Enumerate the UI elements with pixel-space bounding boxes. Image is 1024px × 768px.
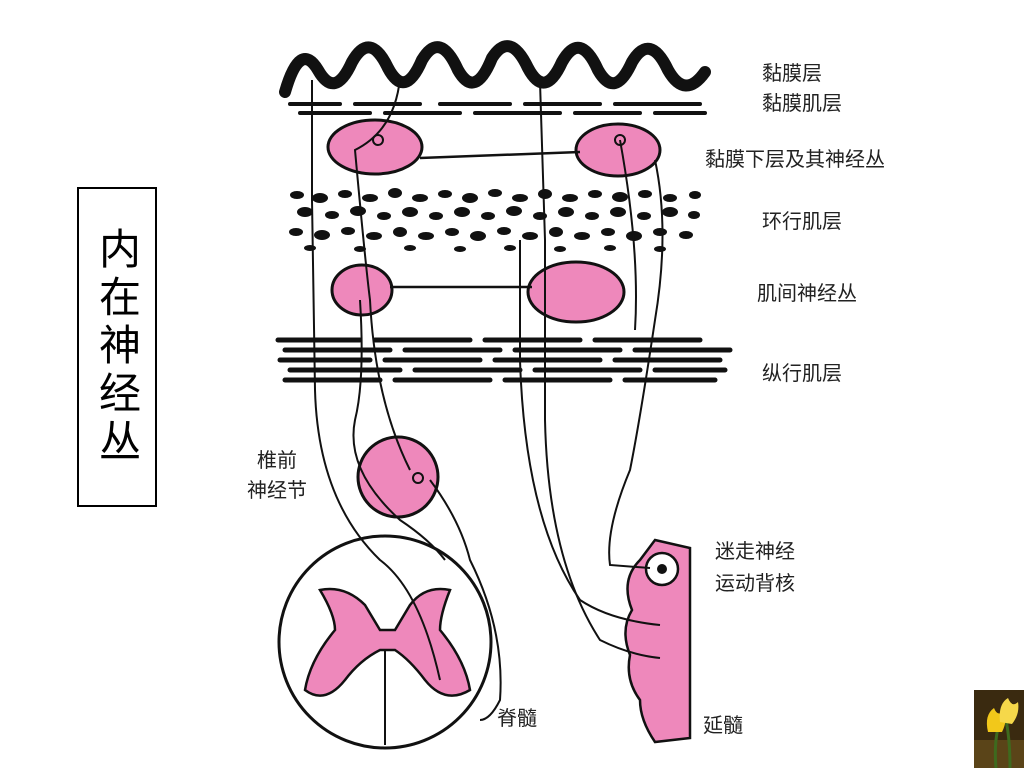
mucosa-wave — [279, 40, 711, 98]
label-submucosa: 黏膜下层及其神经丛 — [705, 147, 885, 171]
submucosal-ganglion-right — [574, 122, 662, 178]
longitudinal-muscle-layer — [275, 337, 733, 383]
neuron-cell — [412, 472, 424, 484]
neuron-cell — [372, 134, 384, 146]
submucosal-ganglion-left — [326, 118, 424, 176]
label-myenteric-plexus: 肌间神经丛 — [757, 281, 857, 305]
title-box: 内在神经丛 — [77, 187, 157, 507]
nerve-fibers — [311, 77, 664, 721]
spinal-cord-gray-matter — [303, 587, 472, 697]
label-muscularis-mucosae: 黏膜肌层 — [762, 91, 842, 115]
circular-muscle-layer — [289, 188, 701, 252]
page-title: 内在神经丛 — [92, 227, 142, 467]
label-vagus-nucleus-2: 运动背核 — [715, 571, 795, 595]
myenteric-ganglion-left — [330, 263, 394, 317]
label-longitudinal-muscle: 纵行肌层 — [762, 361, 842, 385]
label-circular-muscle: 环行肌层 — [762, 209, 842, 233]
submucosal-connection — [419, 150, 581, 160]
label-medulla: 延髓 — [703, 713, 743, 737]
prevertebral-ganglion — [356, 435, 440, 519]
label-prevertebral-ganglion-1: 椎前 — [257, 448, 297, 472]
myenteric-ganglion-right — [526, 260, 626, 324]
label-mucosa: 黏膜层 — [762, 61, 822, 85]
tulip-flowers-icon — [974, 690, 1024, 768]
neuron-cell — [657, 564, 667, 574]
label-prevertebral-ganglion-2: 神经节 — [247, 478, 307, 502]
label-vagus-nucleus-1: 迷走神经 — [715, 539, 795, 563]
medulla-shape — [624, 538, 692, 744]
muscularis-mucosae-layer — [288, 102, 707, 115]
label-spinal-cord: 脊髓 — [497, 706, 537, 730]
